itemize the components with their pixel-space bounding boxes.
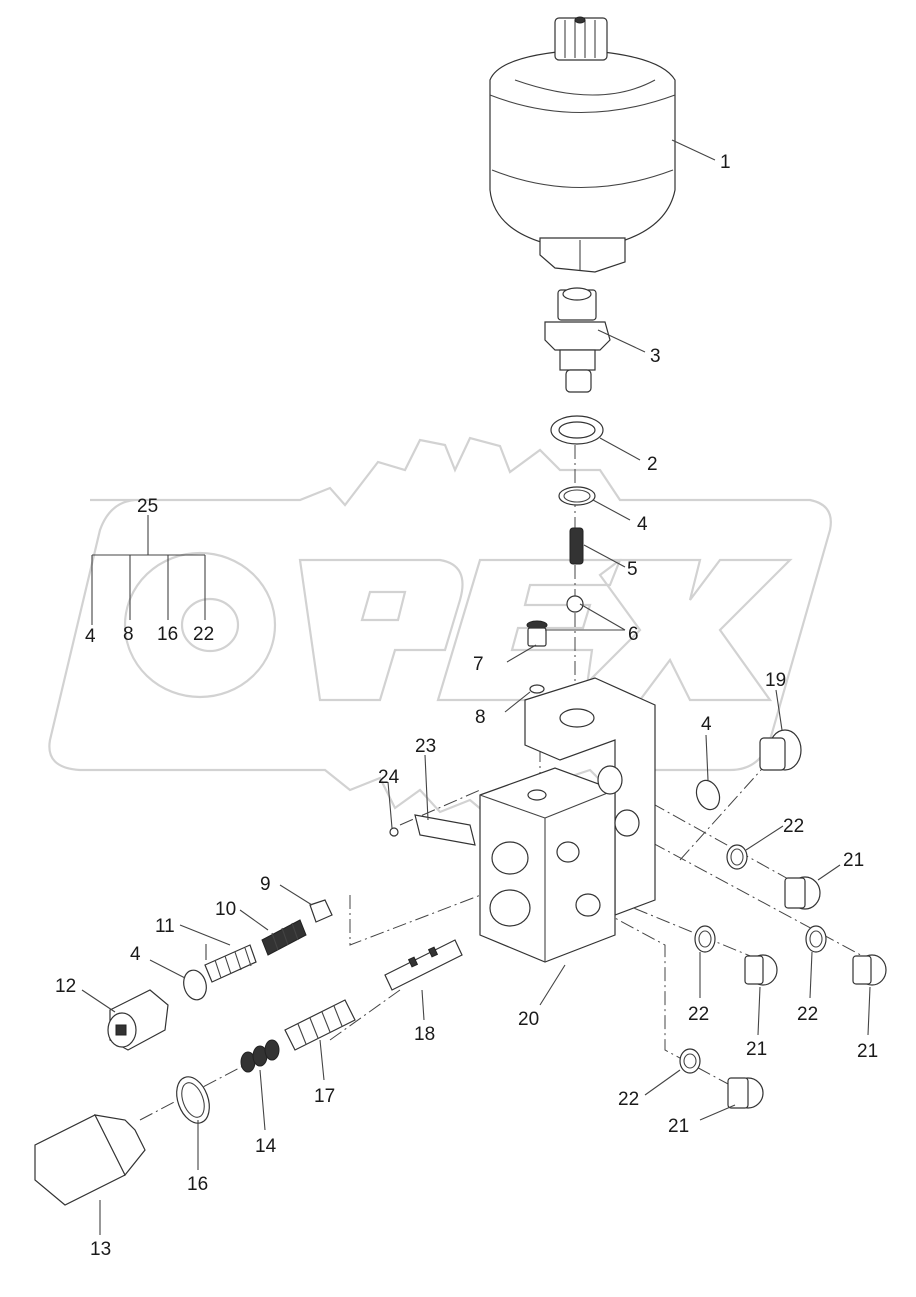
adapter-part-3: [544, 287, 611, 393]
callout-25-sub-16: 16: [157, 624, 178, 645]
callout-22-d: 22: [618, 1089, 639, 1110]
washer-part-2: [550, 415, 604, 445]
callout-25-sub-22: 22: [193, 624, 214, 645]
o-ring-part-4-left: [183, 969, 207, 1001]
washer-part-22-d: [679, 1048, 701, 1074]
callout-18: 18: [414, 1024, 435, 1045]
cap-part-12: [107, 989, 169, 1051]
callout-13: 13: [90, 1239, 111, 1260]
callout-labels: 1 3 2 4 5 6 7 8 19 4 22 21 22 21 22 21 2…: [55, 152, 878, 1260]
callout-21-a: 21: [843, 850, 864, 871]
callout-11: 11: [155, 916, 175, 937]
spring-part-10: [261, 919, 307, 956]
callout-2: 2: [647, 454, 658, 475]
callout-7: 7: [473, 654, 484, 675]
callout-16: 16: [187, 1174, 208, 1195]
callout-8: 8: [475, 707, 486, 728]
callout-21-d: 21: [668, 1116, 689, 1137]
callout-21-b: 21: [746, 1039, 767, 1060]
callout-23: 23: [415, 736, 436, 757]
callout-1: 1: [720, 152, 731, 173]
seat-part-9: [309, 899, 333, 923]
plug-part-21-b: [744, 954, 778, 986]
o-ring-part-4-right: [695, 779, 721, 811]
callout-20: 20: [518, 1009, 539, 1030]
callout-17: 17: [314, 1086, 335, 1107]
callout-25: 25: [137, 496, 158, 517]
plug-part-21-d: [727, 1077, 764, 1109]
callout-14: 14: [255, 1136, 277, 1157]
washer-part-22-b: [694, 925, 716, 953]
washer-part-22-a: [726, 844, 748, 870]
callout-25-sub-4: 4: [85, 626, 96, 647]
callout-5: 5: [627, 559, 638, 580]
callout-4-right: 4: [701, 714, 712, 735]
callout-4-top: 4: [637, 514, 648, 535]
callout-6: 6: [628, 624, 639, 645]
callout-4-left: 4: [130, 944, 141, 965]
callout-10: 10: [215, 899, 236, 920]
opex-watermark: [48, 436, 832, 827]
washer-part-22-c: [805, 925, 827, 953]
callout-25-sub-8: 8: [123, 624, 134, 645]
callout-22-a: 22: [783, 816, 804, 837]
callout-21-c: 21: [857, 1041, 878, 1062]
callout-22-b: 22: [688, 1004, 709, 1025]
spring-part-11: [204, 944, 257, 983]
callout-3: 3: [650, 346, 661, 367]
assembly-axis-lines: [139, 445, 871, 1121]
plug-part-21-c: [852, 954, 887, 986]
callout-24: 24: [378, 767, 400, 788]
pin-part-5: [569, 527, 584, 565]
small-o-ring-part-8: [529, 684, 545, 694]
screw-part-24: [389, 827, 399, 837]
plug-part-21-a: [784, 876, 821, 910]
ball-part-6: [566, 595, 584, 613]
spool-part-18: [384, 939, 463, 991]
callout-12: 12: [55, 976, 76, 997]
leader-lines: [81, 139, 871, 1235]
callout-9: 9: [260, 874, 271, 895]
o-ring-part-16: [176, 1076, 210, 1124]
spacers-part-14: [240, 1039, 280, 1073]
callout-22-c: 22: [797, 1004, 818, 1025]
plug-part-7: [526, 620, 548, 647]
plug-part-19: [759, 729, 802, 771]
plate-part-23: [414, 814, 476, 846]
o-ring-part-4-top: [558, 486, 596, 506]
spring-part-17: [284, 999, 356, 1051]
cap-part-13: [34, 1114, 146, 1206]
valve-block-part-20: [479, 677, 656, 963]
callout-19: 19: [765, 670, 786, 691]
accumulator-part-1: [489, 16, 676, 273]
